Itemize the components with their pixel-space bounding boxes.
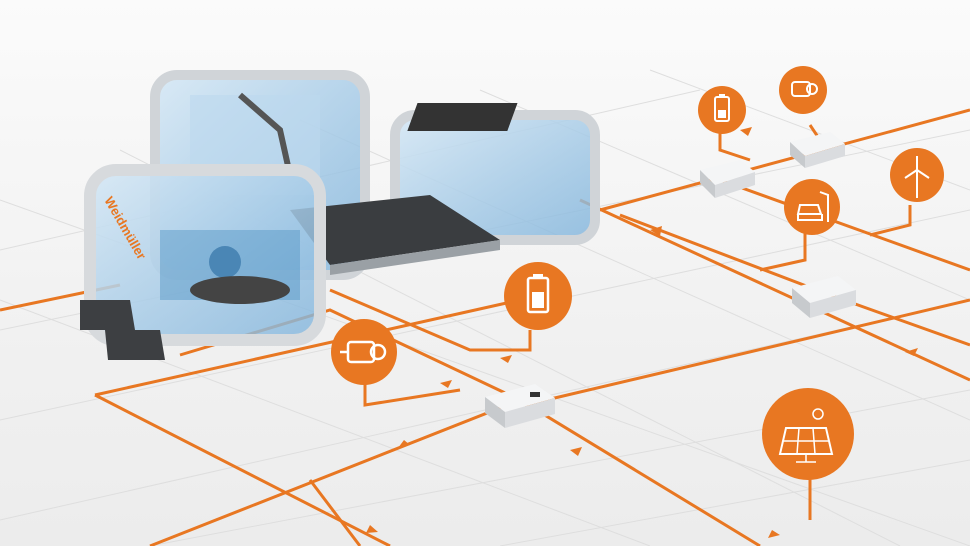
battery-icon-large (504, 262, 572, 330)
production-module-front: Weidmüller (80, 164, 326, 360)
ev-charging-icon (784, 179, 840, 235)
converter-box-4 (485, 384, 555, 428)
motor-icon (779, 66, 827, 114)
converter-box-1 (700, 160, 755, 198)
converter-box-2 (790, 132, 845, 168)
flow-arrows (366, 127, 918, 538)
battery-icon (698, 86, 746, 134)
motor-icon-large (331, 319, 397, 385)
converter-box-3 (792, 276, 856, 318)
conveyor (290, 195, 500, 275)
wind-turbine-icon (890, 148, 944, 202)
solar-panel-icon (762, 388, 854, 480)
